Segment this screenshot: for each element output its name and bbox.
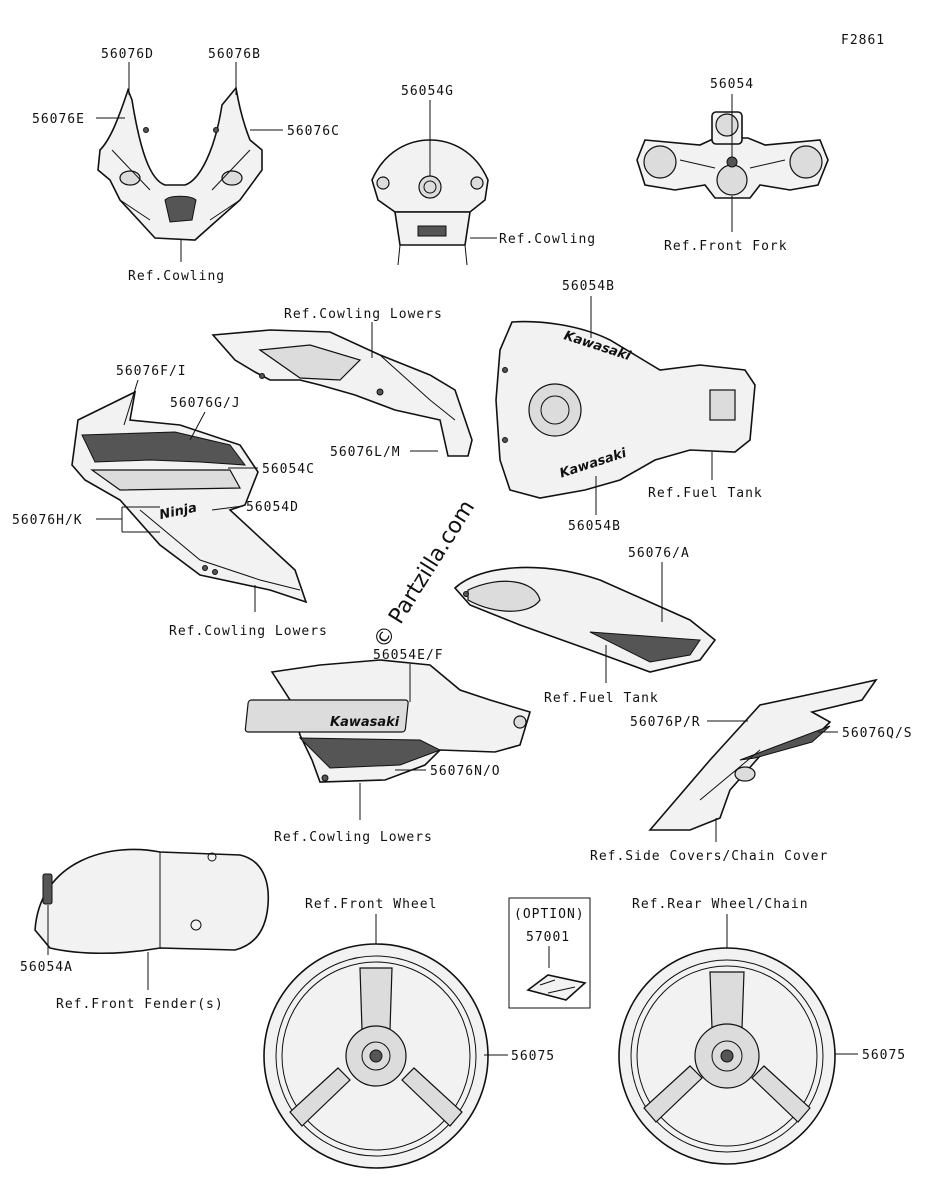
callout-56075-front: 56075 bbox=[511, 1049, 555, 1064]
leader-56076GJ bbox=[189, 411, 206, 441]
callout-56054C: 56054C bbox=[262, 462, 315, 477]
ref-cowling-lowers-3: Ref.Cowling Lowers bbox=[274, 830, 433, 845]
ref-cowling-lowers-1: Ref.Cowling Lowers bbox=[284, 307, 443, 322]
callout-56076QS: 56076Q/S bbox=[842, 726, 913, 741]
callout-56076D: 56076D bbox=[101, 47, 154, 62]
ref-rear-wheel: Ref.Rear Wheel/Chain bbox=[632, 897, 809, 912]
top-clamp-drawing bbox=[636, 111, 829, 199]
tank-side-cover-drawing bbox=[453, 566, 717, 673]
side-cover-drawing bbox=[648, 678, 878, 831]
callout-56075-rear: 56075 bbox=[862, 1048, 906, 1063]
front-wheel-drawing bbox=[263, 943, 489, 1169]
option-label: (OPTION) bbox=[514, 907, 585, 922]
option-decal-drawing bbox=[526, 974, 587, 1001]
front-fender-drawing bbox=[34, 848, 270, 955]
ref-front-fork: Ref.Front Fork bbox=[664, 239, 788, 254]
callout-56076PR: 56076P/R bbox=[630, 715, 701, 730]
upper-cowling-drawing bbox=[97, 86, 263, 241]
callout-56076GJ: 56076G/J bbox=[170, 396, 241, 411]
side-cowling-upper-drawing bbox=[211, 329, 473, 457]
callout-56076A: 56076/A bbox=[628, 546, 690, 561]
ref-side-covers: Ref.Side Covers/Chain Cover bbox=[590, 849, 828, 864]
callout-56054B-bottom: 56054B bbox=[568, 519, 621, 534]
lower-cowling-drawing: Kawasaki bbox=[244, 659, 531, 783]
ref-cowling-1: Ref.Cowling bbox=[128, 269, 225, 284]
callout-56054EF: 56054E/F bbox=[373, 648, 444, 663]
leader-56054D bbox=[211, 505, 244, 511]
kawasaki-decal: Kawasaki bbox=[330, 715, 400, 730]
callout-56076C: 56076C bbox=[287, 124, 340, 139]
leader-56076FI bbox=[123, 379, 139, 426]
callout-56054A: 56054A bbox=[20, 960, 73, 975]
callout-56054D: 56054D bbox=[246, 500, 299, 515]
callout-56076HK: 56076H/K bbox=[12, 513, 83, 528]
callout-56054: 56054 bbox=[710, 77, 754, 92]
callout-56076NO: 56076N/O bbox=[430, 764, 501, 779]
leader-56076HK bbox=[96, 506, 160, 533]
callout-56054G: 56054G bbox=[401, 84, 454, 99]
callout-56076E: 56076E bbox=[32, 112, 85, 127]
ref-front-wheel: Ref.Front Wheel bbox=[305, 897, 437, 912]
callout-56054B-top: 56054B bbox=[562, 279, 615, 294]
fuel-tank-drawing: Kawasaki Kawasaki bbox=[495, 320, 756, 499]
callout-56076FI: 56076F/I bbox=[116, 364, 187, 379]
ref-front-fender: Ref.Front Fender(s) bbox=[56, 997, 224, 1012]
option-box bbox=[508, 897, 591, 1009]
ref-cowling-lowers-2: Ref.Cowling Lowers bbox=[169, 624, 328, 639]
side-fairing-drawing: Ninja bbox=[71, 390, 308, 604]
callout-57001: 57001 bbox=[526, 930, 570, 945]
callout-56076B: 56076B bbox=[208, 47, 261, 62]
rear-wheel-drawing bbox=[618, 947, 836, 1165]
watermark: © Partzilla.com bbox=[369, 496, 480, 653]
callout-56076LM: 56076L/M bbox=[330, 445, 401, 460]
ref-fuel-tank-1: Ref.Fuel Tank bbox=[648, 486, 763, 501]
figure-id: F2861 bbox=[841, 33, 885, 48]
ref-cowling-2: Ref.Cowling bbox=[499, 232, 596, 247]
ref-fuel-tank-2: Ref.Fuel Tank bbox=[544, 691, 659, 706]
